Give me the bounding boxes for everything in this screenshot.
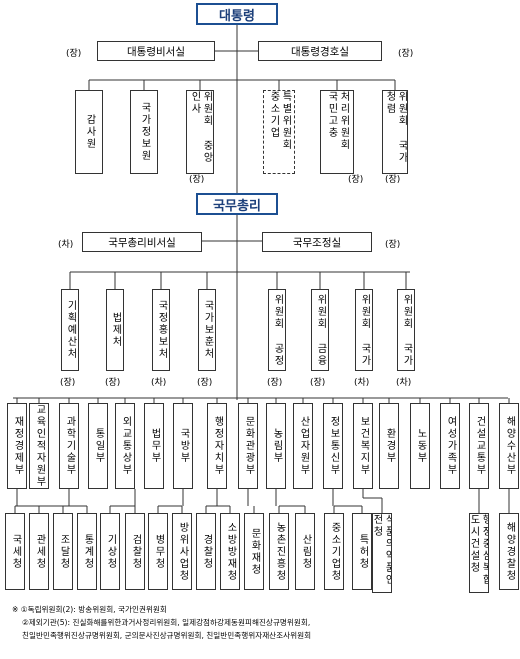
agency-box: 조달청 [53, 513, 73, 590]
ministry-box: 여성가족부 [440, 403, 460, 489]
ministry-box: 보건복지부 [353, 403, 373, 489]
ministry-box: 해양수산부 [499, 403, 519, 489]
presidential-security-service: 대통령경호실 [258, 41, 382, 61]
ministry-box: 노동부 [410, 403, 430, 489]
pm-staff-mark: (차) [58, 240, 74, 250]
president-agency-mark: (장) [348, 175, 364, 185]
agency-box: 중소기업청 [324, 513, 344, 590]
pm-agency-mark: (장) [197, 378, 213, 388]
ministry-box: 통일부 [88, 403, 108, 489]
ministry-box: 교육인적자원부 [29, 403, 49, 489]
pm-agency-box: 위원회 국가 [397, 289, 415, 371]
president-agency-box: 국가정보원 [130, 90, 158, 174]
president-agency-box: 특별위원회 중소기업 [263, 90, 295, 174]
agency-box: 해양경찰청 [499, 513, 519, 590]
pm-agency-mark: (차) [396, 378, 412, 388]
pm-staff-mark: (장) [385, 240, 401, 250]
prime-minister-box: 국무총리 [196, 193, 278, 215]
agency-box: 방위사업청 [172, 513, 192, 590]
president-agency-mark: (장) [189, 175, 205, 185]
pm-agency-box: 법제처 [106, 289, 124, 371]
ministry-box: 국방부 [173, 403, 193, 489]
ministry-box: 건설교통부 [469, 403, 489, 489]
pm-agency-box: 위원회 금융 [311, 289, 329, 371]
ministry-box: 외교통상부 [115, 403, 135, 489]
pm-agency-box: 기획예산처 [61, 289, 79, 371]
president-agency-mark: (장) [385, 175, 401, 185]
agency-box: 통계청 [77, 513, 97, 590]
ministry-box: 행정자치부 [207, 403, 227, 489]
agency-box: 문화재청 [244, 513, 264, 590]
pm-agency-mark: (장) [105, 378, 121, 388]
ministry-box: 정보통신부 [323, 403, 343, 489]
president-agency-box: 처리위원회 국민고충 [320, 90, 354, 174]
agency-box: 소방방재청 [220, 513, 240, 590]
president-agency-box: 위원회 중앙인사 [186, 90, 214, 174]
pm-agency-box: 위원회 국가 [355, 289, 373, 371]
ministry-box: 문화관광부 [238, 403, 258, 489]
president-staff-mark: (장) [398, 49, 414, 59]
agency-box: 특허청 [352, 513, 372, 590]
ministry-box: 재정경제부 [7, 403, 27, 489]
president-box: 대통령 [196, 3, 278, 25]
agency-box: 기상청 [100, 513, 120, 590]
footnote-excluded-agencies-cont: 친일반민족행위진상규명위원회, 군의문사진상규명위원회, 친일반민족행위자재산조… [22, 631, 312, 640]
agency-box: 국세청 [5, 513, 25, 590]
pm-agency-box: 국정홍보처 [152, 289, 170, 371]
footnote-independent-committees: ※ ①독립위원회(2): 방송위원회, 국가인권위원회 [12, 605, 167, 614]
ministry-box: 환경부 [379, 403, 399, 489]
agency-box: 행정중심복합도시건설청 [469, 513, 489, 593]
pm-secretariat: 국무총리비서실 [82, 232, 202, 252]
agency-box: 산림청 [295, 513, 315, 590]
president-agency-box: 감사원 [75, 90, 103, 174]
president-agency-box: 위원회 국가청렴 [382, 90, 408, 174]
pm-agency-mark: (차) [151, 378, 167, 388]
agency-box: 농촌진흥청 [269, 513, 289, 590]
agency-box: 검찰청 [125, 513, 145, 590]
pm-agency-box: 위원회 공정 [268, 289, 286, 371]
office-for-government-policy-coordination: 국무조정실 [262, 232, 372, 252]
agency-box: 관세청 [29, 513, 49, 590]
pm-agency-mark: (장) [310, 378, 326, 388]
pm-agency-mark: (장) [267, 378, 283, 388]
ministry-box: 농림부 [266, 403, 286, 489]
pm-agency-mark: (장) [60, 378, 76, 388]
ministry-box: 법무부 [144, 403, 164, 489]
agency-box: 식품의약품안전청 [372, 513, 392, 593]
footnote-excluded-agencies: ②제외기관(5): 진실화해를위한과거사정리위원회, 일제강점하강제동원피해진상… [22, 618, 311, 627]
agency-box: 병무청 [148, 513, 168, 590]
ministry-box: 산업자원부 [293, 403, 313, 489]
president-staff-mark: (장) [66, 49, 82, 59]
pm-agency-box: 국가보훈처 [198, 289, 216, 371]
agency-box: 경찰청 [196, 513, 216, 590]
presidential-secretariat: 대통령비서실 [97, 41, 215, 61]
pm-agency-mark: (차) [354, 378, 370, 388]
ministry-box: 과학기술부 [59, 403, 79, 489]
